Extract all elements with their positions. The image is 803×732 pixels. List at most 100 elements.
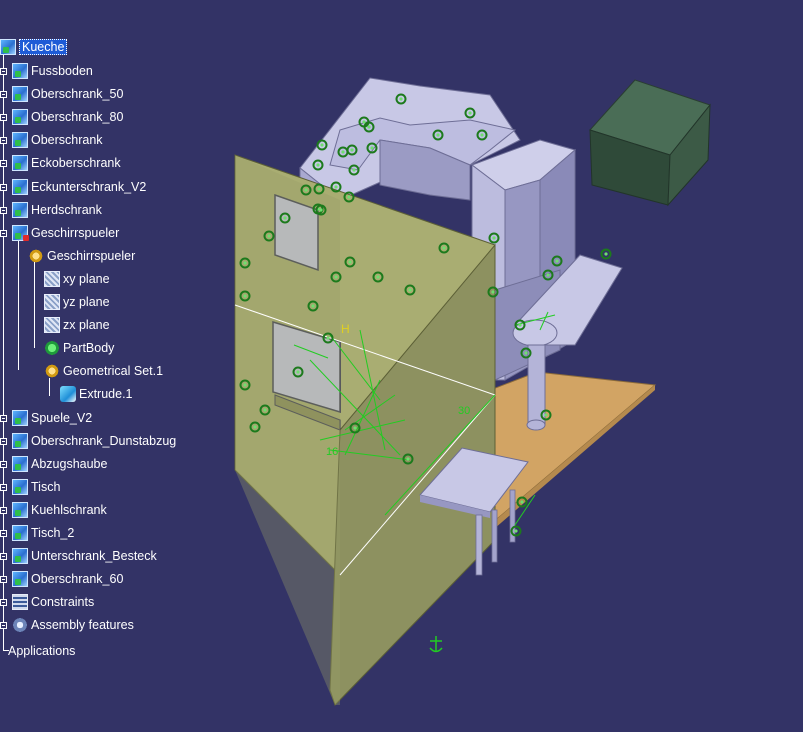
constraint-marker[interactable] — [300, 184, 312, 196]
tree-node-6[interactable]: Herdschrank — [12, 200, 102, 220]
tree-node-11[interactable]: zx plane — [44, 315, 110, 335]
tree-node-18[interactable]: Tisch — [12, 477, 60, 497]
constraint-marker[interactable] — [279, 212, 291, 224]
constraint-marker[interactable] — [263, 230, 275, 242]
product-icon — [12, 155, 28, 172]
expand-toggle[interactable] — [0, 114, 7, 122]
tree-node-23[interactable]: Constraints — [12, 592, 94, 612]
constraint-marker[interactable] — [372, 271, 384, 283]
tree-node-10[interactable]: yz plane — [44, 292, 110, 312]
constraint-marker[interactable] — [322, 332, 334, 344]
dimension-label-16[interactable]: 16 — [326, 446, 338, 458]
tree-node-3[interactable]: Oberschrank — [12, 130, 103, 150]
expand-toggle[interactable] — [0, 183, 7, 191]
constraint-marker[interactable] — [516, 496, 528, 508]
expand-toggle[interactable] — [0, 137, 7, 145]
constraint-marker[interactable] — [239, 290, 251, 302]
expand-toggle[interactable] — [0, 553, 7, 561]
constraint-marker[interactable] — [315, 204, 327, 216]
constraint-marker[interactable] — [551, 255, 563, 267]
constraint-marker[interactable] — [363, 121, 375, 133]
tree-node-12[interactable]: PartBody — [44, 338, 114, 358]
constraint-marker[interactable] — [438, 242, 450, 254]
constraint-markers[interactable] — [239, 93, 612, 537]
constraint-marker[interactable] — [488, 232, 500, 244]
constraint-marker[interactable] — [520, 347, 532, 359]
tree-node-0[interactable]: Fussboden — [12, 61, 93, 81]
tree-node-9[interactable]: xy plane — [44, 269, 110, 289]
expand-toggle[interactable] — [0, 460, 7, 468]
wall-panel-left[interactable] — [234, 154, 496, 577]
expand-toggle[interactable] — [0, 483, 7, 491]
wall-panel-right[interactable] — [329, 243, 496, 706]
constraint-marker[interactable] — [330, 271, 342, 283]
constraint-marker[interactable] — [239, 379, 251, 391]
expand-toggle[interactable] — [0, 206, 7, 214]
tree-node-4[interactable]: Eckoberschrank — [12, 153, 121, 173]
constraint-marker[interactable] — [402, 453, 414, 465]
constraint-marker[interactable] — [600, 248, 612, 260]
table[interactable] — [419, 447, 529, 576]
constraint-marker[interactable] — [514, 319, 526, 331]
expand-toggle[interactable] — [0, 530, 7, 537]
expand-toggle[interactable] — [0, 160, 7, 168]
tree-node-label: Fussboden — [31, 64, 93, 78]
expand-toggle[interactable] — [0, 506, 7, 514]
constraint-marker[interactable] — [346, 144, 358, 156]
anchor-icon[interactable] — [429, 636, 443, 653]
expand-toggle[interactable] — [0, 68, 7, 75]
tree-node-1[interactable]: Oberschrank_50 — [12, 84, 123, 104]
expand-toggle[interactable] — [0, 622, 7, 630]
tree-node-5[interactable]: Eckunterschrank_V2 — [12, 177, 146, 197]
tree-node-22[interactable]: Oberschrank_60 — [12, 569, 123, 589]
tree-node-17[interactable]: Abzugshaube — [12, 454, 107, 474]
expand-toggle[interactable] — [0, 414, 7, 422]
constraint-marker[interactable] — [307, 300, 319, 312]
constraint-marker[interactable] — [404, 284, 416, 296]
constraint-marker[interactable] — [487, 286, 499, 298]
constraint-marker[interactable] — [316, 139, 328, 151]
constraint-marker[interactable] — [313, 183, 325, 195]
tree-node-2[interactable]: Oberschrank_80 — [12, 107, 123, 127]
product-icon — [12, 224, 29, 241]
constraint-marker[interactable] — [292, 366, 304, 378]
constraint-marker[interactable] — [432, 129, 444, 141]
expand-toggle[interactable] — [0, 599, 7, 607]
constraint-marker[interactable] — [259, 404, 271, 416]
fridge-box[interactable] — [589, 79, 711, 207]
tree-node-14[interactable]: Extrude.1 — [60, 384, 133, 404]
constraint-marker[interactable] — [348, 164, 360, 176]
expand-toggle[interactable] — [0, 437, 7, 445]
constraint-marker[interactable] — [312, 159, 324, 171]
constraint-marker[interactable] — [366, 142, 378, 154]
expand-toggle[interactable] — [0, 576, 7, 584]
constraint-marker[interactable] — [464, 107, 476, 119]
tree-node-21[interactable]: Unterschrank_Besteck — [12, 546, 157, 566]
tree-node-8[interactable]: Geschirrspueler — [28, 246, 135, 266]
tree-node-20[interactable]: Tisch_2 — [12, 523, 74, 543]
constraint-marker[interactable] — [249, 421, 261, 433]
tree-node-root[interactable]: Kueche — [0, 37, 68, 57]
tree-node-19[interactable]: Kuehlschrank — [12, 500, 107, 520]
constraint-marker[interactable] — [349, 422, 361, 434]
expand-toggle[interactable] — [0, 229, 7, 237]
tree-node-13[interactable]: Geometrical Set.1 — [44, 361, 163, 381]
constraint-marker[interactable] — [344, 256, 356, 268]
tree-node-24[interactable]: Assembly features — [12, 615, 134, 635]
constraint-marker[interactable] — [330, 181, 342, 193]
constraint-marker[interactable] — [476, 129, 488, 141]
constraint-marker[interactable] — [343, 191, 355, 203]
tree-node-7[interactable]: Geschirrspueler — [12, 223, 119, 243]
constraint-marker[interactable] — [510, 525, 522, 537]
constraint-marker[interactable] — [540, 409, 552, 421]
tree-node-applications[interactable]: Applications — [8, 641, 75, 661]
expand-toggle[interactable] — [0, 91, 7, 99]
constraint-marker[interactable] — [542, 269, 554, 281]
dimension-label-30[interactable]: 30 — [458, 405, 470, 417]
tree-node-15[interactable]: Spuele_V2 — [12, 408, 92, 428]
constraint-marker[interactable] — [239, 257, 251, 269]
dimension-label-h[interactable]: H — [341, 322, 350, 336]
constraint-marker[interactable] — [395, 93, 407, 105]
tree-node-16[interactable]: Oberschrank_Dunstabzug — [12, 431, 176, 451]
